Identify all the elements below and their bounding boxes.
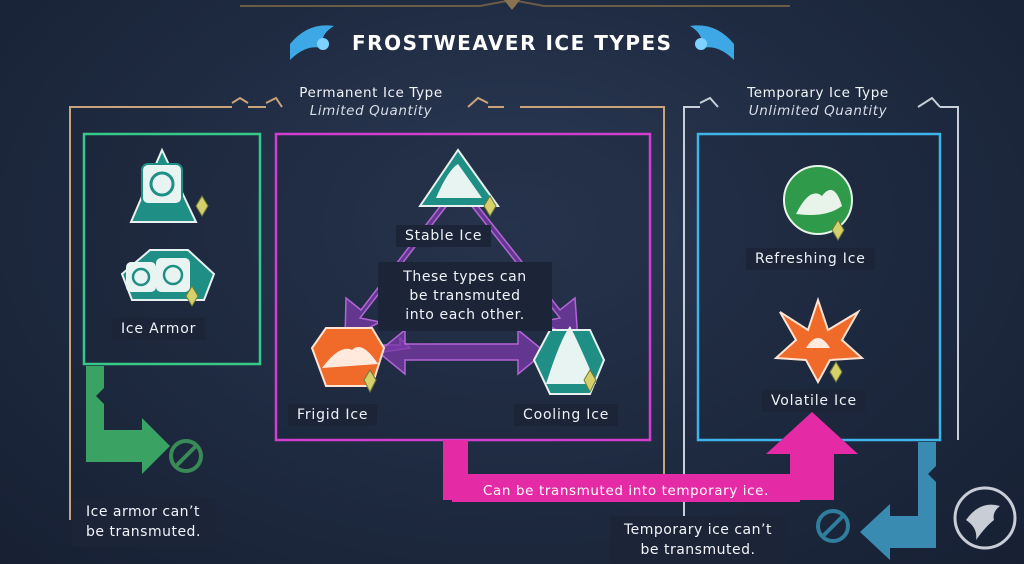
refreshing-ice-icon: [783, 165, 853, 241]
label-volatile-ice: Volatile Ice: [762, 390, 866, 412]
ice-armor-note-line: Ice armor can’t: [86, 504, 200, 520]
permanent-frame: [69, 96, 665, 520]
ice-armor-arrow: [86, 366, 170, 474]
label-cooling-ice: Cooling Ice: [514, 404, 619, 426]
ice-armor-note: Ice armor can’t be transmuted.: [72, 498, 215, 546]
top-ornament: [240, 0, 790, 7]
temporary-note: Temporary ice can’t be transmuted.: [610, 516, 786, 564]
stable-ice-icon: [418, 148, 500, 217]
temporary-header: Temporary Ice Type Unlimited Quantity: [718, 84, 918, 120]
permanent-heading: Permanent Ice Type: [299, 85, 443, 101]
temporary-subheading: Unlimited Quantity: [748, 103, 888, 119]
transmute-note-line: be transmuted: [409, 288, 521, 304]
transmute-note-line: These types can: [403, 269, 527, 285]
transmute-arrow-label: Can be transmuted into temporary ice.: [452, 480, 800, 502]
block-icon-right: [816, 509, 850, 543]
block-icon-left: [169, 439, 203, 473]
permanent-subheading: Limited Quantity: [309, 103, 433, 119]
temporary-heading: Temporary Ice Type: [747, 85, 889, 101]
title-flourish-right-icon: [690, 25, 734, 61]
top-ornament-gem: [504, 0, 520, 10]
ice-armor-plate-icon: [120, 249, 216, 307]
transmute-arrow: [443, 412, 858, 500]
temporary-frame: [683, 96, 959, 525]
volatile-ice-icon: [773, 296, 865, 385]
temporary-note-line: Temporary ice can’t: [624, 522, 772, 538]
cooling-ice-icon: [532, 326, 606, 395]
ice-armor-note-line: be transmuted.: [86, 524, 201, 540]
transmute-note: These types can be transmuted into each …: [378, 262, 552, 331]
frigid-ice-icon: [310, 327, 386, 394]
temporary-arrow: [860, 442, 936, 560]
ice-armor-shield-icon: [129, 147, 209, 223]
temporary-note-line: be transmuted.: [640, 542, 756, 558]
transmute-note-line: into each other.: [405, 307, 525, 323]
label-frigid-ice: Frigid Ice: [288, 404, 378, 426]
label-stable-ice: Stable Ice: [396, 225, 492, 247]
permanent-header: Permanent Ice Type Limited Quantity: [276, 84, 466, 120]
page-title: FROSTWEAVER ICE TYPES: [352, 31, 673, 55]
raven-logo-icon: [953, 486, 1017, 550]
label-ice-armor: Ice Armor: [112, 318, 206, 340]
title-flourish-left-icon: [290, 25, 334, 61]
label-refreshing-ice: Refreshing Ice: [746, 248, 875, 270]
